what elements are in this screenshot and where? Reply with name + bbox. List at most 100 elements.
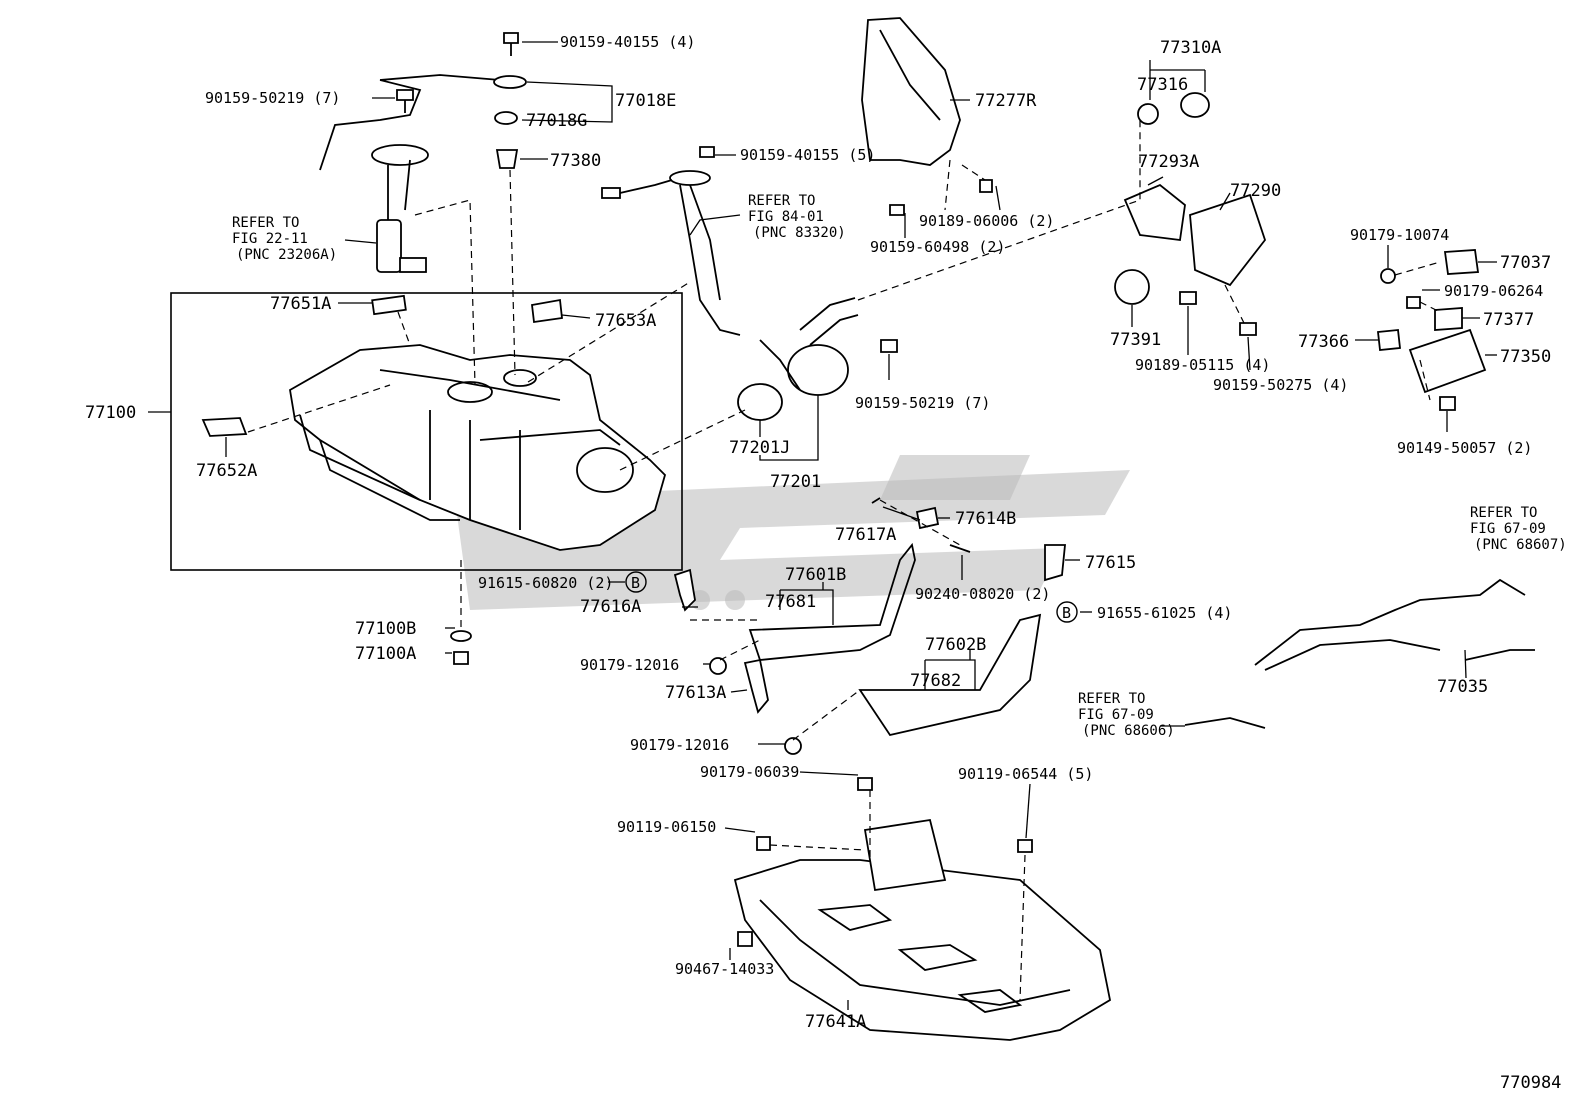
gasket-77201j[interactable] [737, 383, 783, 421]
band-77613a-drawing[interactable] [743, 658, 769, 714]
label-90240-08020[interactable]: 90240-08020 (2) [915, 585, 1050, 603]
label-77293a[interactable]: 77293A [1138, 152, 1199, 172]
label-77100a[interactable]: 77100A [355, 644, 416, 664]
bolt-90119-06544-drawing[interactable] [1017, 839, 1033, 853]
screw-90159-60498-drawing[interactable] [889, 204, 905, 216]
label-77613a[interactable]: 77613A [665, 683, 726, 703]
cable-77035-drawing[interactable] [1264, 639, 1441, 671]
grommet-77100b-drawing[interactable] [450, 630, 472, 642]
label-90159-50275[interactable]: 90159-50275 (4) [1213, 376, 1348, 394]
pad-77651a[interactable] [371, 294, 407, 316]
housing-77290-drawing[interactable] [1189, 193, 1267, 287]
bolt-90159-40155-top-drawing[interactable] [503, 32, 519, 56]
fuel-gauge-sender-drawing[interactable] [601, 146, 741, 336]
pad-77653a[interactable] [531, 298, 563, 324]
label-90159-50219[interactable]: 90159-50219 (7) [205, 89, 340, 107]
label-77277r[interactable]: 77277R [975, 91, 1037, 111]
oring-77391-drawing[interactable] [1114, 269, 1150, 305]
label-90179-06264[interactable]: 90179-06264 [1444, 282, 1543, 300]
protector-77641a-drawing[interactable] [733, 818, 1112, 1041]
label-gauge-ref-1[interactable]: REFER TO [748, 193, 815, 209]
housing-77293a-drawing[interactable] [1123, 183, 1186, 242]
screw-90159-50219-b-drawing[interactable] [880, 339, 898, 353]
nut-90179-06039-drawing[interactable] [857, 777, 873, 791]
label-91655-61025[interactable]: 91655-61025 (4) [1097, 604, 1232, 622]
label-77201[interactable]: 77201 [770, 472, 821, 492]
label-77615[interactable]: 77615 [1085, 553, 1136, 573]
clip-90189-05115-drawing[interactable] [1179, 291, 1197, 305]
cap-77316-drawing[interactable] [1137, 103, 1159, 125]
label-pump-ref-1[interactable]: REFER TO [232, 215, 299, 231]
clip-77617a-drawing[interactable] [871, 497, 881, 504]
label-90179-06039[interactable]: 90179-06039 [700, 763, 799, 781]
label-77366[interactable]: 77366 [1298, 332, 1349, 352]
label-77380[interactable]: 77380 [550, 151, 601, 171]
label-77316[interactable]: 77316 [1137, 75, 1188, 95]
lid-77350-drawing[interactable] [1408, 328, 1487, 394]
label-gauge-ref-3[interactable]: (PNC 83320) [753, 225, 846, 241]
label-cable-ref1-2[interactable]: FIG 67-09 [1470, 521, 1546, 537]
label-gauge-ref-2[interactable]: FIG 84-01 [748, 209, 824, 225]
label-90467-14033[interactable]: 90467-14033 [675, 960, 774, 978]
cable-68607-drawing[interactable] [1254, 578, 1526, 666]
label-77350[interactable]: 77350 [1500, 347, 1551, 367]
bolt-90149-50057-drawing[interactable] [1439, 396, 1456, 411]
screw-90159-50275-drawing[interactable] [1239, 322, 1257, 336]
label-77201j[interactable]: 77201J [729, 438, 790, 458]
band-77616a-drawing[interactable] [673, 568, 696, 612]
label-77616a[interactable]: 77616A [580, 597, 641, 617]
label-90159-40155-top[interactable]: 90159-40155 (4) [560, 33, 695, 51]
label-77018g[interactable]: 77018G [526, 111, 587, 131]
band-77615-drawing[interactable] [1044, 544, 1066, 582]
fuel-tank-drawing[interactable] [289, 344, 667, 551]
label-90179-10074[interactable]: 90179-10074 [1350, 226, 1449, 244]
label-77310a[interactable]: 77310A [1160, 38, 1221, 58]
screw-90179-10074-drawing[interactable] [1380, 268, 1396, 284]
band-77601b-drawing[interactable] [748, 542, 916, 661]
cable-68606-drawing[interactable] [1184, 717, 1266, 729]
lock-77366-drawing[interactable] [1377, 329, 1401, 351]
label-90189-06006[interactable]: 90189-06006 (2) [919, 212, 1054, 230]
label-cable-ref2-3[interactable]: (PNC 68606) [1082, 723, 1175, 739]
hinge-77037-drawing[interactable] [1443, 249, 1480, 275]
label-77391[interactable]: 77391 [1110, 330, 1161, 350]
bracket-77614b-drawing[interactable] [915, 506, 940, 530]
pad-77652a[interactable] [201, 417, 248, 437]
clip-90467-14033-drawing[interactable] [737, 931, 753, 947]
cap-77380[interactable] [495, 149, 519, 169]
label-90149-50057[interactable]: 90149-50057 (2) [1397, 439, 1532, 457]
bolt-90240-08020-drawing[interactable] [949, 544, 971, 553]
cover-77277r[interactable] [861, 17, 961, 166]
nut-90179-12016-a-drawing[interactable] [709, 657, 727, 675]
label-77681[interactable]: 77681 [765, 592, 816, 612]
label-77037[interactable]: 77037 [1500, 253, 1551, 273]
label-90179-12016-b[interactable]: 90179-12016 [630, 736, 729, 754]
gasket-77018g[interactable] [494, 111, 518, 125]
label-77290[interactable]: 77290 [1230, 181, 1281, 201]
label-77100b[interactable]: 77100B [355, 619, 416, 639]
label-91615-60820[interactable]: 91615-60820 (2) [478, 574, 613, 592]
label-77035[interactable]: 77035 [1437, 677, 1488, 697]
screw-90159-50219-drawing[interactable] [396, 89, 414, 113]
label-90179-12016-a[interactable]: 90179-12016 [580, 656, 679, 674]
label-77641a[interactable]: 77641A [805, 1012, 866, 1032]
clip-90189-06006-drawing[interactable] [979, 179, 993, 193]
inlet-pipe-77201-drawing[interactable] [759, 297, 859, 396]
label-77651a[interactable]: 77651A [270, 294, 331, 314]
label-cable-ref2-2[interactable]: FIG 67-09 [1078, 707, 1154, 723]
label-77653a[interactable]: 77653A [595, 311, 656, 331]
label-90159-60498[interactable]: 90159-60498 (2) [870, 238, 1005, 256]
label-77617a[interactable]: 77617A [835, 525, 896, 545]
label-90189-05115[interactable]: 90189-05115 (4) [1135, 356, 1270, 374]
label-77601b[interactable]: 77601B [785, 565, 846, 585]
grommet-77100a-drawing[interactable] [453, 651, 469, 665]
spring-77377-drawing[interactable] [1434, 307, 1463, 331]
ring-77018e[interactable] [493, 75, 527, 89]
label-77652a[interactable]: 77652A [196, 461, 257, 481]
label-77614b[interactable]: 77614B [955, 509, 1016, 529]
label-90119-06150[interactable]: 90119-06150 [617, 818, 716, 836]
label-cable-ref1-3[interactable]: (PNC 68607) [1474, 537, 1567, 553]
label-cable-ref1-1[interactable]: REFER TO [1470, 505, 1537, 521]
label-90159-40155-mid[interactable]: 90159-40155 (5) [740, 146, 875, 164]
cap-77310a-drawing[interactable] [1180, 92, 1210, 118]
